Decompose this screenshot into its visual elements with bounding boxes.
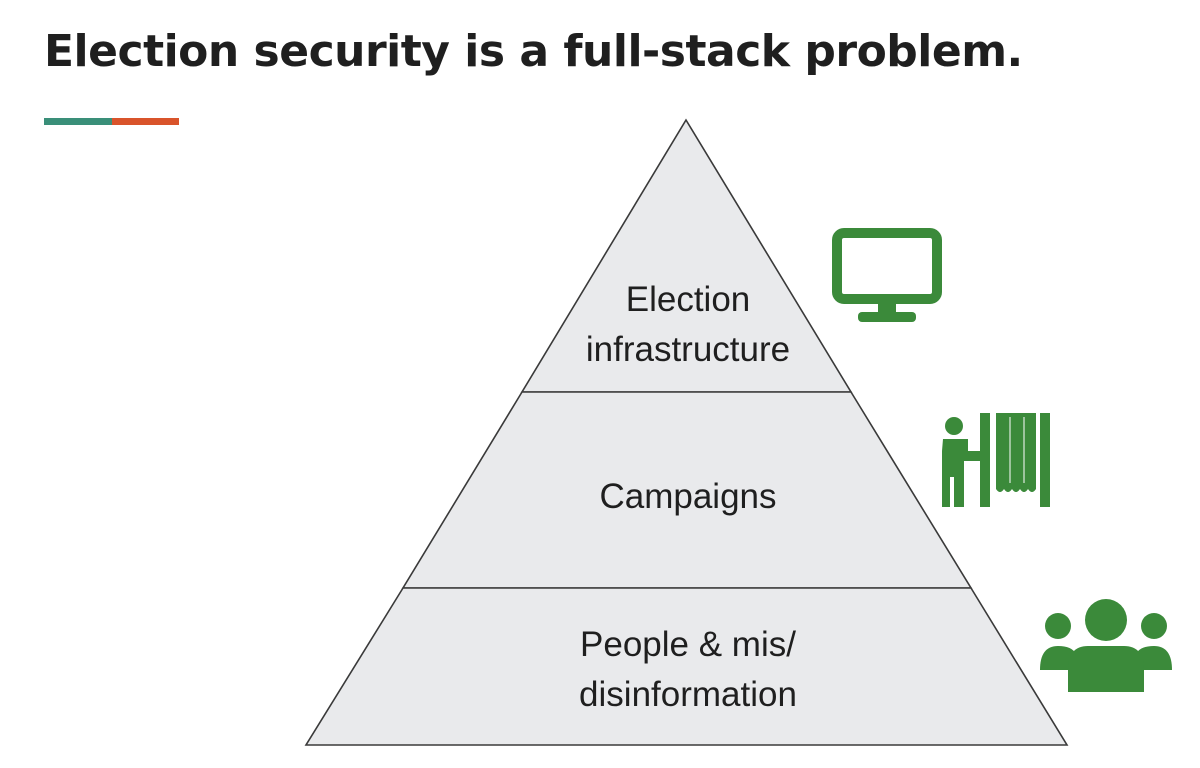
slide-title: Election security is a full-stack proble… — [44, 26, 1023, 77]
tier-bottom-label-line1: People & mis/ — [580, 625, 796, 664]
voting-booth-icon — [940, 411, 1052, 509]
pyramid-tier-bottom — [304, 587, 1069, 746]
tier-top-label-line1: Election — [626, 280, 751, 319]
accent-bar-teal — [44, 118, 112, 125]
accent-bar-orange — [112, 118, 179, 125]
monitor-icon — [832, 228, 942, 326]
tier-top-label-line2: infrastructure — [586, 330, 790, 369]
tier-bottom-label-line2: disinformation — [579, 675, 797, 714]
tier-middle-label: Campaigns — [599, 477, 776, 516]
people-group-icon — [1038, 598, 1174, 694]
